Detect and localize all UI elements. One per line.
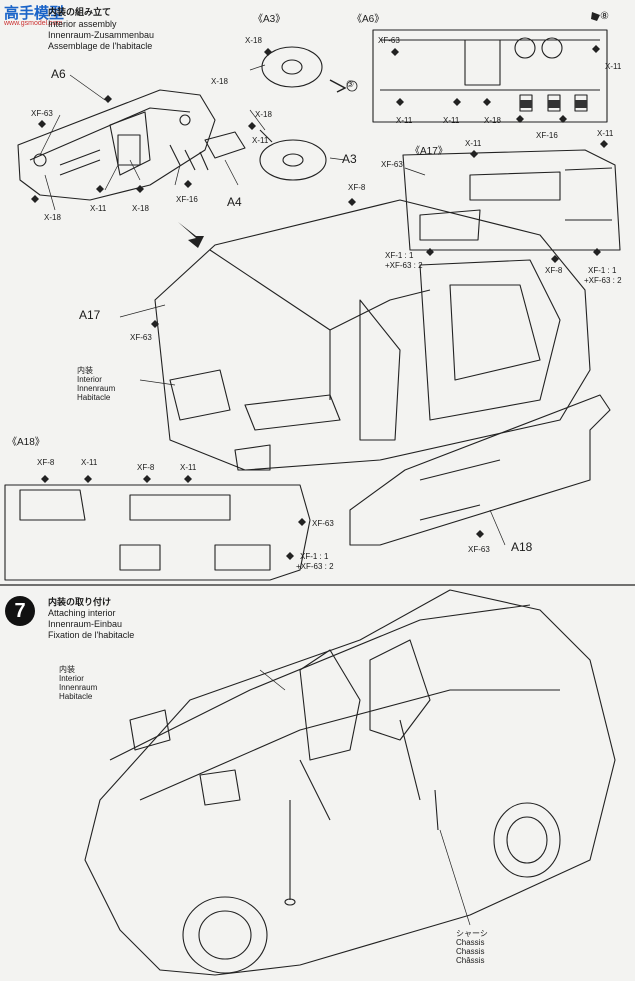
paint-mix-xf63-label: +XF-63 : 2 xyxy=(584,276,622,285)
step6-title-jp: 内装の組み立て xyxy=(48,7,112,17)
part-x18-label: X-18 xyxy=(211,77,228,86)
interior-label-fr: Habitacle xyxy=(77,393,111,402)
part-a17-label: A17 xyxy=(79,308,101,322)
paint-xf63-label: XF-63 xyxy=(378,36,400,45)
watermark-logo: 高手模型 xyxy=(4,5,65,22)
paint-mix-xf63-label: +XF-63 : 2 xyxy=(296,562,334,571)
part-x11-label: X-11 xyxy=(180,463,197,472)
part-x18-label: X-18 xyxy=(255,110,272,119)
paint-xf8-label: XF-8 xyxy=(137,463,155,472)
paint-mix-xf1-label: XF-1 : 1 xyxy=(300,552,329,561)
paint-xf8-label: XF-8 xyxy=(37,458,55,467)
circle-8-marker: ⑧ xyxy=(600,11,609,22)
part-x18-label: X-18 xyxy=(245,36,262,45)
paint-xf63-label: XF-63 xyxy=(381,160,403,169)
part-a18-label: A18 xyxy=(511,540,533,554)
part-x11-label: X-11 xyxy=(465,139,482,148)
part-x11-label: X-11 xyxy=(597,129,614,138)
chassis-label-de: Chassis xyxy=(456,947,485,956)
part-x18-label: X-18 xyxy=(132,204,149,213)
watermark-url: www.gsmodel.com xyxy=(4,20,63,27)
paint-xf16-label: XF-16 xyxy=(536,131,558,140)
step6-title-en: Interior assembly xyxy=(48,19,117,29)
step6-title-de: Innenraum-Zusammenbau xyxy=(48,30,155,40)
part-x18-label: X-18 xyxy=(484,116,501,125)
step7-title-de: Innenraum-Einbau xyxy=(48,619,123,629)
interior-label-en: Interior xyxy=(59,674,84,683)
paint-xf63-label: XF-63 xyxy=(31,109,53,118)
chassis-label-jp: シャーシ xyxy=(456,929,488,938)
circle-3-marker: ③ xyxy=(346,79,355,89)
paint-mix-xf1-label: XF-1 : 1 xyxy=(588,266,617,275)
paint-mix-xf1-label: XF-1 : 1 xyxy=(385,251,414,260)
part-x11-label: X-11 xyxy=(443,116,460,125)
chassis-label-fr: Châssis xyxy=(456,956,485,965)
interior-label-jp: 内装 xyxy=(59,665,75,674)
dashboard-drawing xyxy=(17,89,216,201)
subassembly-a6-label: 《A6》 xyxy=(352,14,385,25)
part-x11-label: X-11 xyxy=(396,116,413,125)
paint-xf16-label: XF-16 xyxy=(176,195,198,204)
paint-xf63-label: XF-63 xyxy=(312,519,334,528)
interior-label-en: Interior xyxy=(77,375,102,384)
paint-mix-xf63-label: +XF-63 : 2 xyxy=(385,261,423,270)
paint-xf63-label: XF-63 xyxy=(468,545,490,554)
step-7-number: 7 xyxy=(5,596,35,626)
interior-label-de: Innenraum xyxy=(59,683,98,692)
interior-label-jp: 内装 xyxy=(77,366,93,375)
interior-label-de: Innenraum xyxy=(77,384,116,393)
part-a3-label: A3 xyxy=(342,152,357,166)
step7-title-fr: Fixation de l'habitacle xyxy=(48,630,135,640)
part-x11-label: X-11 xyxy=(81,458,98,467)
part-x11-label: X-11 xyxy=(90,204,107,213)
part-x11-label: X-11 xyxy=(252,136,269,145)
subassembly-a17-label: 《A17》 xyxy=(410,146,448,157)
part-x11-label: X-11 xyxy=(605,62,622,71)
paint-xf8-label: XF-8 xyxy=(545,266,563,275)
step7-title-en: Attaching interior xyxy=(48,608,116,618)
step6-title-fr: Assemblage de l'habitacle xyxy=(48,41,153,51)
chassis-label-en: Chassis xyxy=(456,938,485,947)
subassembly-a3-label: 《A3》 xyxy=(253,14,286,25)
part-x18-label: X-18 xyxy=(44,213,61,222)
paint-xf8-label: XF-8 xyxy=(348,183,366,192)
subassembly-a18-label: 《A18》 xyxy=(7,437,45,448)
interior-label-fr: Habitacle xyxy=(59,692,93,701)
part-a6-label: A6 xyxy=(51,67,66,81)
paint-xf63-label: XF-63 xyxy=(130,333,152,342)
part-a4-label: A4 xyxy=(227,195,242,209)
step7-title-jp: 内装の取り付け xyxy=(48,597,112,607)
